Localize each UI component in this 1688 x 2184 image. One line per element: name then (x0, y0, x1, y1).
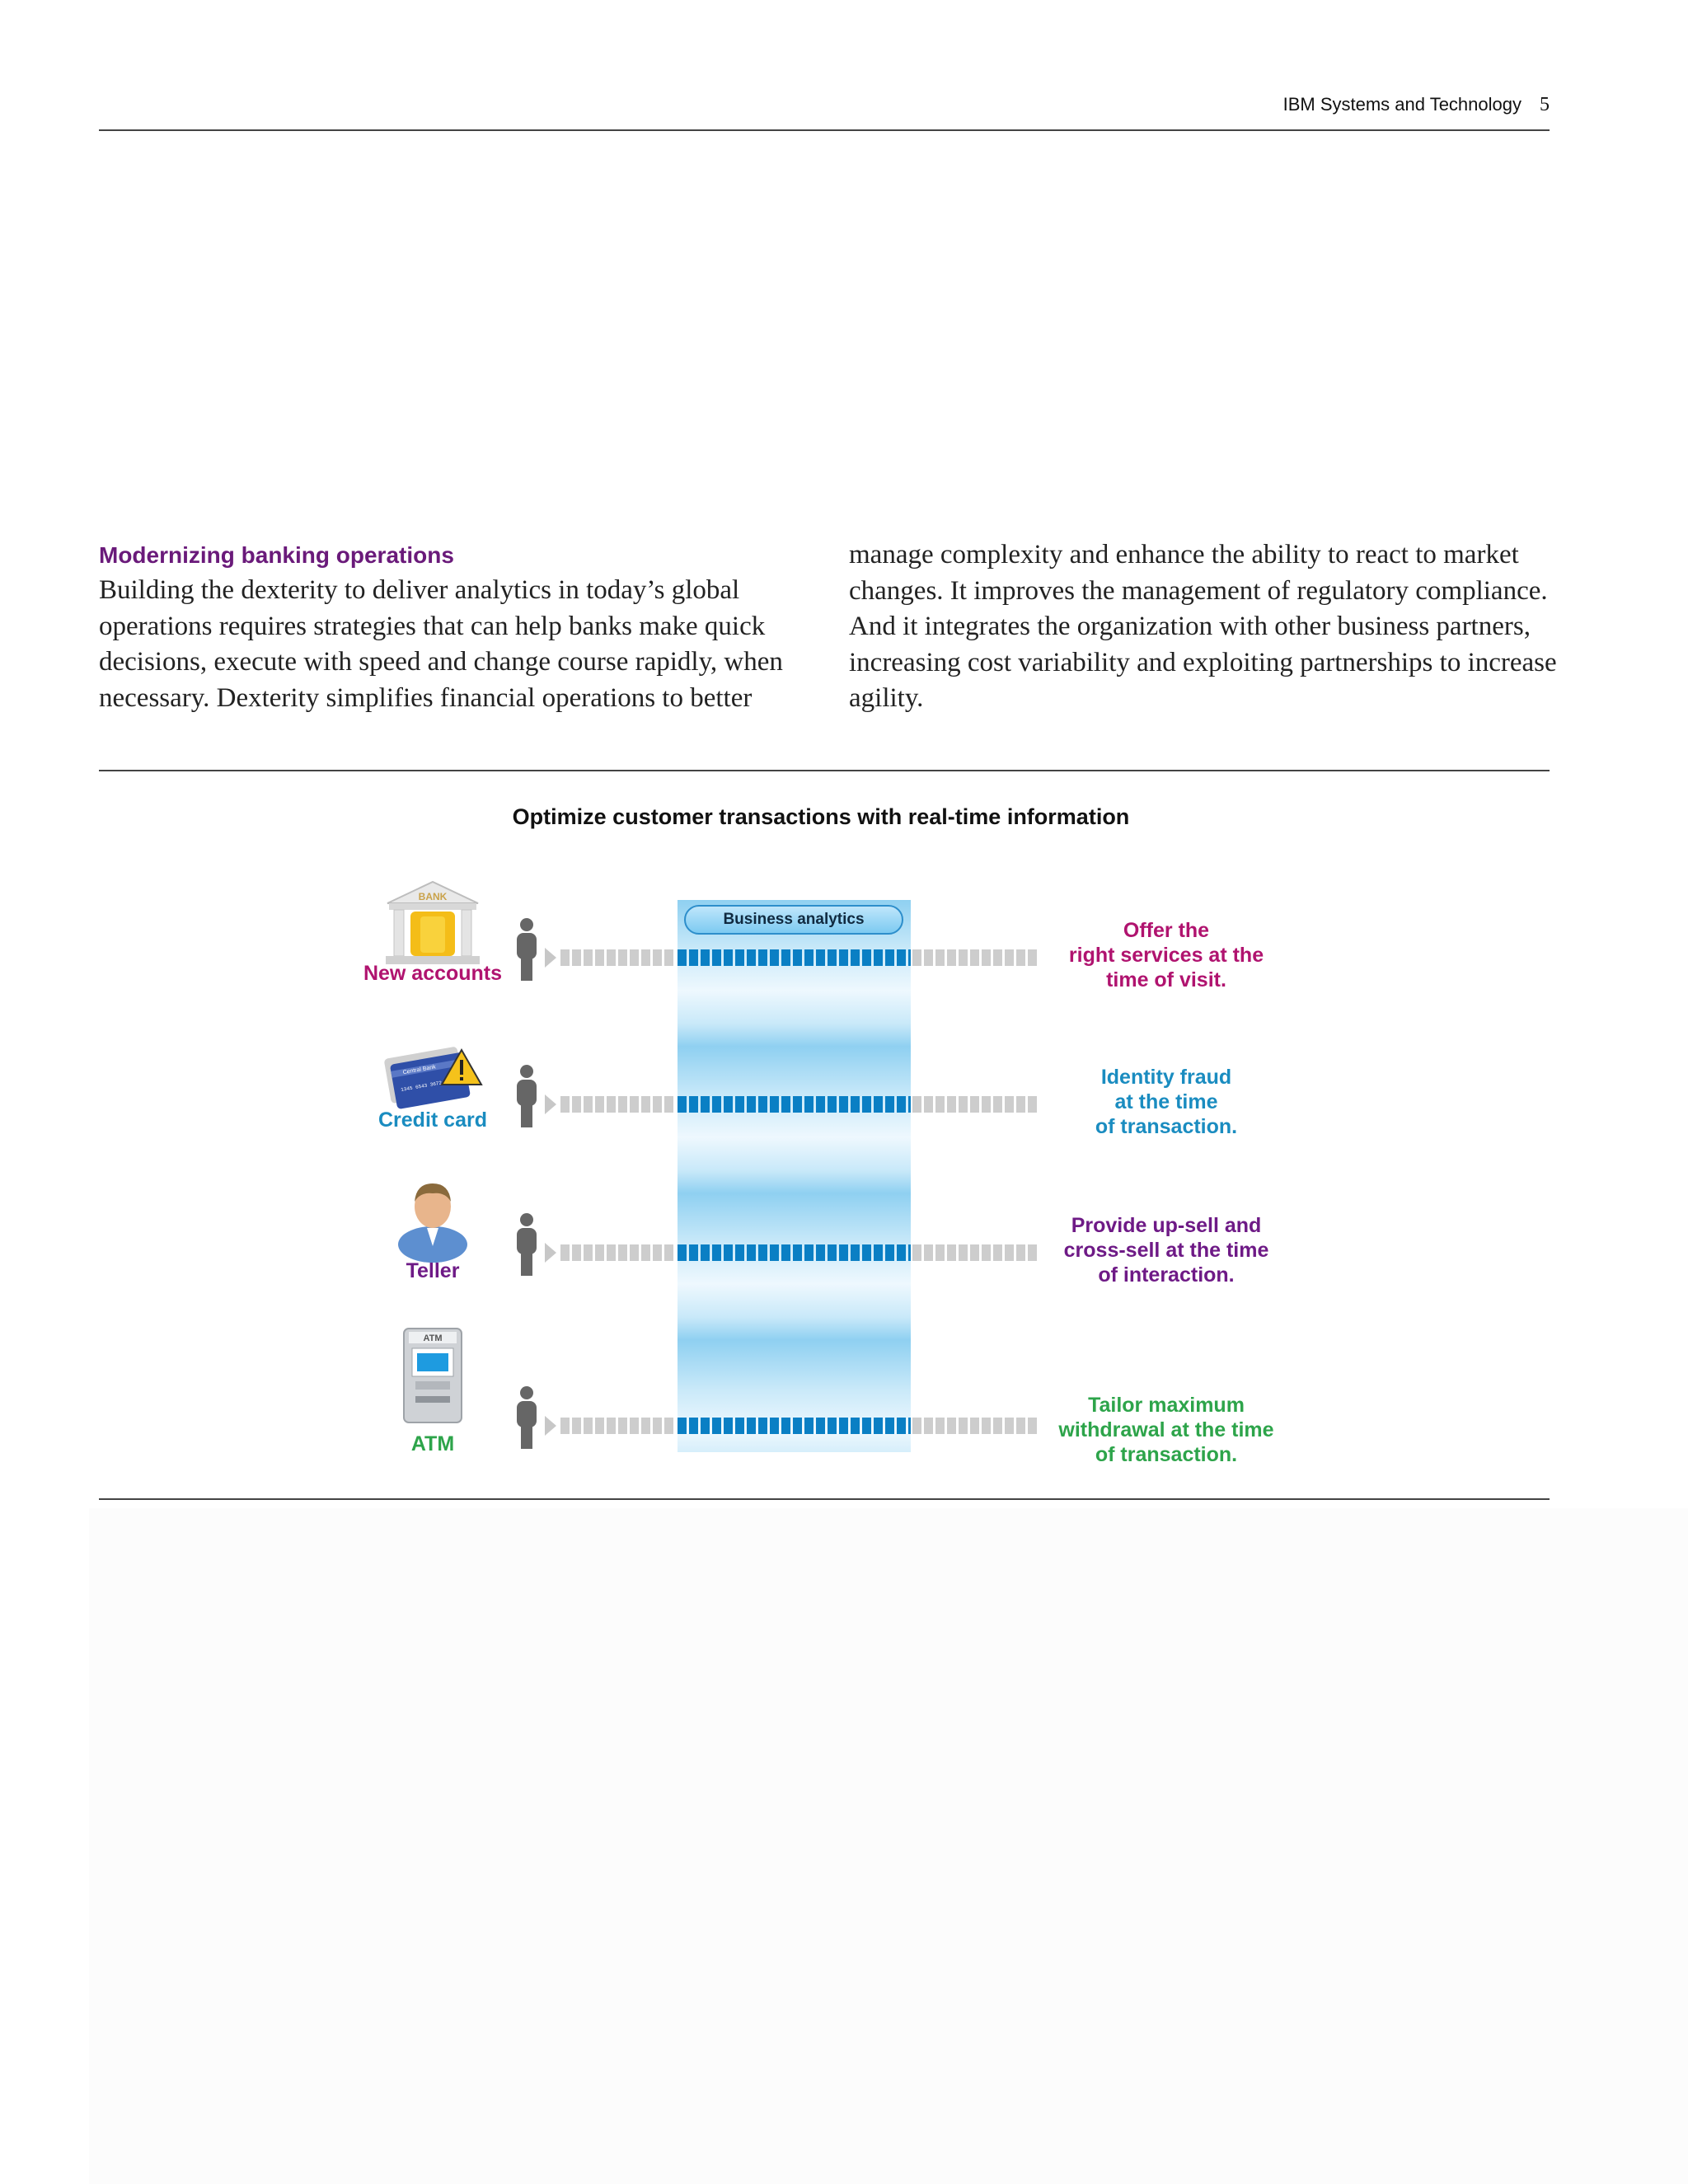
outcome-label: Tailor maximum withdrawal at the time of… (1058, 1394, 1274, 1466)
teller-icon (379, 1175, 486, 1266)
outcome-label: Offer the right services at the time of … (1068, 919, 1264, 991)
channel-label: Credit card (378, 1108, 487, 1132)
atm-sign-text: ATM (423, 1333, 442, 1343)
body-paragraph-left: Building the dexterity to deliver analyt… (99, 575, 783, 713)
outcome-label: Provide up-sell and cross-sell at the ti… (1063, 1214, 1269, 1286)
channel-row-new-accounts: BANK New accounts Offer the right servic… (0, 880, 1688, 991)
credit-card-warning-icon: Central Bank 1345 6543 3672 1789 (379, 1035, 486, 1126)
arrow-tip (545, 1094, 556, 1114)
article-column-right: manage complexity and enhance the abilit… (849, 537, 1558, 717)
header-title: IBM Systems and Technology (1282, 94, 1522, 115)
flow-dashes-right (912, 1418, 1039, 1434)
outcome-label: Identity fraud at the time of transactio… (1095, 1066, 1238, 1138)
page-number: 5 (1540, 94, 1550, 115)
person-icon (514, 918, 539, 981)
flow-dashes-right (912, 1244, 1039, 1261)
bank-icon: BANK (379, 880, 486, 971)
person-icon (514, 1065, 539, 1127)
header-rule (99, 129, 1550, 131)
flow-dashes-analytics (678, 1418, 911, 1434)
diagram-top-rule (99, 770, 1550, 771)
channel-row-atm: ATM ATM Tailor maximum withdrawal at the… (0, 1322, 1688, 1466)
channel-label: New accounts (363, 962, 503, 985)
flow-dashes-analytics (678, 1244, 911, 1261)
channel-row-credit-card: Central Bank 1345 6543 3672 1789 Credit … (0, 1027, 1688, 1138)
page-background (89, 1508, 1688, 2184)
article-column-left: Modernizing banking operations Building … (99, 537, 783, 716)
business-analytics-label: Business analytics (684, 905, 903, 935)
flow-dashes-left (560, 1096, 676, 1113)
arrow-tip (545, 948, 556, 968)
flow-dashes-right (912, 1096, 1039, 1113)
flow-dashes-right (912, 949, 1039, 966)
person-icon (514, 1386, 539, 1449)
flow-dashes-left (560, 1244, 676, 1261)
section-heading: Modernizing banking operations (99, 542, 454, 568)
flow-dashes-analytics (678, 949, 911, 966)
diagram-title: Optimize customer transactions with real… (512, 804, 1130, 829)
business-analytics-column (678, 900, 911, 1452)
flow-dashes-left (560, 949, 676, 966)
atm-icon: ATM (379, 1327, 486, 1426)
arrow-tip (545, 1416, 556, 1436)
flow-dashes-left (560, 1418, 676, 1434)
channel-label: ATM (410, 1432, 455, 1455)
flow-dashes-analytics (678, 1096, 911, 1113)
diagram-bottom-rule (99, 1498, 1550, 1500)
running-header: IBM Systems and Technology 5 (1154, 94, 1550, 116)
channel-label: Teller (406, 1259, 460, 1282)
bank-sign-text: BANK (419, 891, 448, 902)
arrow-tip (545, 1243, 556, 1263)
person-icon (514, 1213, 539, 1276)
channel-row-teller: Teller Provide up-sell and cross-sell at… (0, 1175, 1688, 1286)
body-paragraph-right: manage complexity and enhance the abilit… (849, 540, 1557, 713)
